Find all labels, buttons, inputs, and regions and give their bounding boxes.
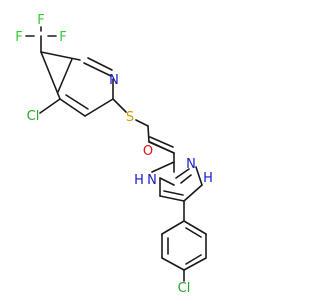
atom-n-amide: N (147, 173, 157, 188)
bond-ph4 (183, 257, 207, 271)
bond-c3-n2 (175, 168, 190, 179)
bond-n-c-amide (151, 161, 175, 173)
bond-ph1 (161, 220, 185, 235)
atom-cl-pyridine: Cl (27, 109, 40, 124)
atom-s: S (126, 110, 134, 125)
atom-n-pyridine: N (109, 73, 119, 88)
bond-c4-c5 (40, 51, 61, 100)
bond-ch2-co-inner (149, 141, 175, 154)
bond-c5-c4 (159, 195, 185, 202)
pyrazole-ring (159, 166, 203, 202)
bond-n1-c5 (183, 184, 203, 202)
bond-ph6-double (185, 227, 202, 238)
structure-diagram: F F F Cl N S O N H N H Cl (15, 13, 213, 296)
atom-h-pyrazole: H (203, 171, 213, 186)
bond-c3-c4 (59, 98, 86, 117)
atom-f-top: F (37, 13, 44, 28)
bond-c5-c4-double (57, 58, 73, 93)
bond-ph3 (161, 257, 185, 271)
bond-c5-c4-double (163, 190, 184, 196)
bond-c6-n-double (87, 57, 113, 71)
atom-h-amide: H (134, 173, 144, 188)
atom-cl-phenyl: Cl (178, 281, 191, 296)
bond-s-ch2 (135, 119, 149, 127)
bond-c3-c4-double (65, 94, 89, 110)
bond-c2-s (112, 98, 127, 113)
bond-n-c3 (159, 177, 175, 186)
bond-c6-n (83, 62, 112, 77)
cf3-bonds (25, 26, 57, 53)
bond-ch2-ch2 (147, 125, 150, 143)
bond-ph4-double (185, 254, 202, 265)
atom-f-left: F (15, 30, 22, 45)
bond-n2-n1 (195, 166, 203, 186)
bond-c4-cl (39, 98, 61, 114)
bond-c-o-double (149, 136, 174, 148)
bond-c5-c6 (40, 51, 81, 61)
bond-ph6 (183, 220, 207, 235)
atom-f-right: F (59, 30, 66, 45)
phenyl-ring (161, 220, 207, 271)
molecule-canvas: F F F Cl N S O N H N H Cl (15, 13, 213, 296)
bond-c2-c3 (84, 98, 114, 117)
atom-o: O (143, 144, 153, 159)
chain-bonds (135, 119, 175, 173)
pyridine-ring (40, 51, 114, 117)
atom-n-pyrazole: N (186, 157, 196, 172)
atom-labels: F F F Cl N S O N H N H Cl (15, 13, 213, 296)
bond-c3-n2-double (180, 174, 192, 184)
